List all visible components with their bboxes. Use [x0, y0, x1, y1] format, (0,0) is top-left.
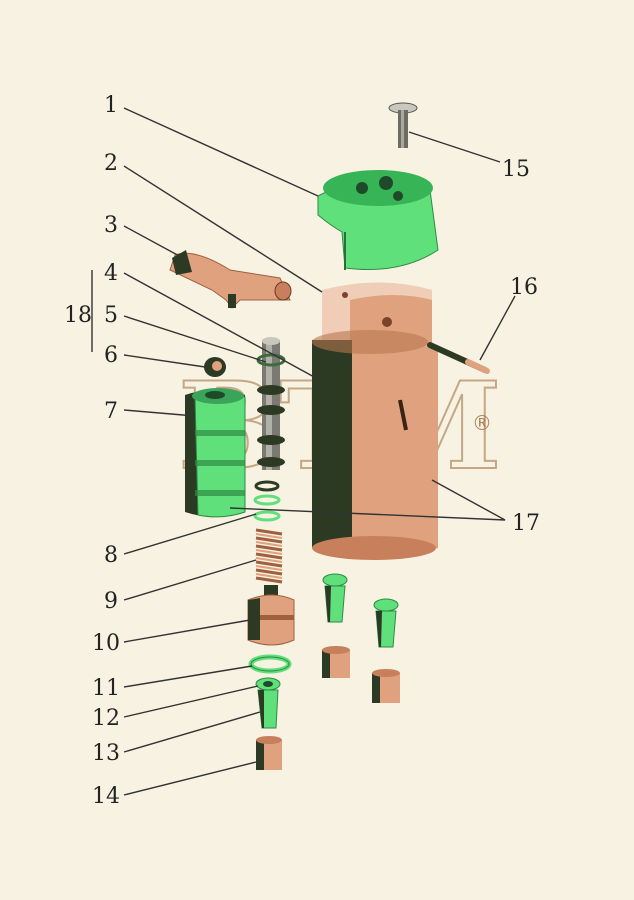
spare-nozzle-left [322, 573, 348, 623]
leader-7 [123, 409, 196, 417]
leader-6 [123, 354, 206, 368]
callout-16: 16 [510, 275, 538, 300]
leader-lines [91, 107, 516, 796]
callout-9: 9 [104, 589, 118, 614]
leader-16 [479, 295, 516, 361]
leader-5 [123, 315, 267, 363]
part-1-cap [317, 170, 439, 271]
spare-nozzle-right [373, 598, 399, 648]
leader-4 [123, 272, 317, 379]
callout-12: 12 [92, 706, 120, 731]
leader-17 [229, 479, 506, 521]
callout-1: 1 [104, 93, 118, 118]
part-16-pin [427, 342, 490, 374]
callout-10: 10 [92, 631, 120, 656]
callout-13: 13 [92, 741, 120, 766]
part-17-housing [312, 282, 438, 560]
watermark-registered-mark: ® [472, 411, 492, 435]
leader-11 [123, 665, 253, 688]
leader-10 [123, 619, 251, 643]
part-11-o-ring [248, 654, 292, 674]
spare-bushing-right [372, 669, 400, 703]
callout-5: 5 [104, 303, 118, 328]
part-15-screw [388, 102, 418, 148]
leader-9 [123, 559, 257, 601]
leader-13 [123, 711, 261, 753]
leader-1 [123, 107, 319, 197]
callout-18: 18 [64, 303, 92, 328]
part-8-seal-rings [253, 480, 281, 522]
part-6-nut [204, 357, 226, 377]
callout-4: 4 [104, 261, 118, 286]
leader-12 [123, 685, 259, 718]
leader-14 [123, 761, 257, 796]
leader-8 [123, 513, 257, 555]
callout-11: 11 [92, 676, 120, 701]
callout-17: 17 [512, 511, 540, 536]
part-12-13-nozzle [255, 677, 281, 729]
leader-2 [123, 165, 323, 293]
part-7-sleeve [185, 388, 246, 518]
callout-3: 3 [104, 213, 118, 238]
callout-15: 15 [502, 157, 530, 182]
callout-numbers: 1 2 3 4 5 6 7 8 9 10 11 12 13 14 15 16 1… [64, 93, 540, 809]
part-14-bushing [256, 736, 282, 770]
part-3-lever [169, 250, 292, 309]
callout-8: 8 [104, 543, 118, 568]
callout-14: 14 [92, 784, 120, 809]
leader-15 [408, 131, 501, 163]
callout-2: 2 [104, 151, 118, 176]
callout-7: 7 [104, 399, 118, 424]
leader-3 [123, 225, 184, 259]
spare-bushing-left [322, 646, 350, 678]
part-10-plunger [247, 585, 295, 646]
part-5-valve-stem [257, 337, 285, 470]
callout-6: 6 [104, 343, 118, 368]
part-9-spring [255, 528, 283, 584]
